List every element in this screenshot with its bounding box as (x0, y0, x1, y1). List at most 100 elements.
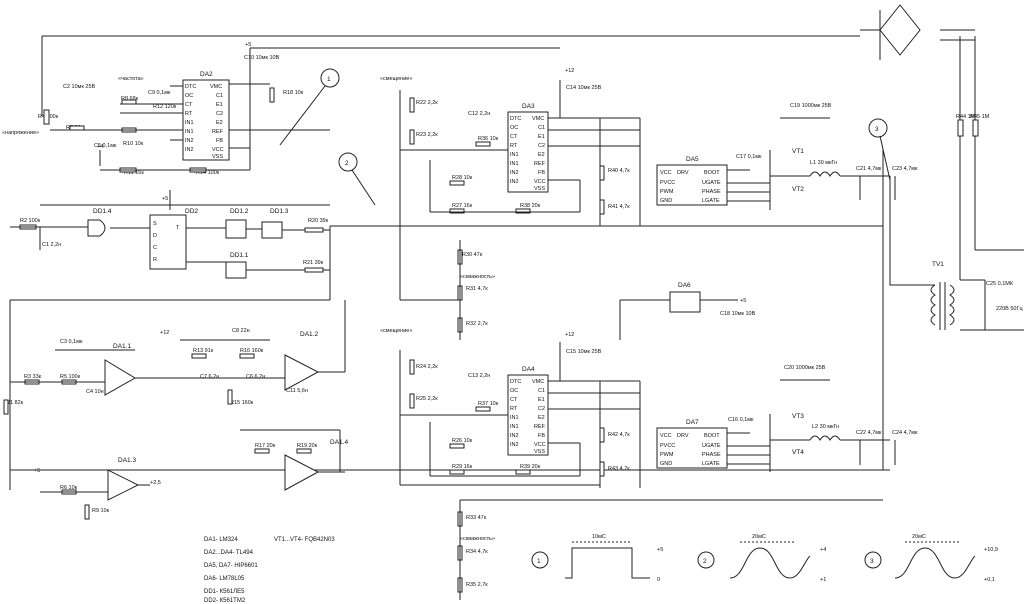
r9-label: R9 10к (92, 508, 110, 514)
legend-l6: DD2- К561ТМ2 (204, 598, 246, 604)
r45-label: R45 1М (970, 114, 990, 120)
svg-text:C1: C1 (538, 125, 545, 131)
r40-label: R40 4,7к (608, 168, 630, 174)
r34-label: R34 4,7к (466, 549, 488, 555)
r16-label: R16 160к (240, 348, 264, 354)
svg-text:0: 0 (657, 577, 660, 583)
svg-text:VMC: VMC (532, 116, 544, 122)
callout-2: 2 (338, 152, 376, 206)
svg-text:PVCC: PVCC (660, 180, 675, 186)
r13-label: R13 91к (193, 348, 214, 354)
main-wiring (9, 10, 976, 471)
c18-label: C18 10мк 10В (720, 311, 756, 317)
rail-plus12-a: +12 (160, 330, 169, 336)
svg-text:C: C (153, 245, 157, 251)
svg-text:C2: C2 (538, 406, 545, 412)
dd12-label: DD1.2 (230, 208, 249, 215)
l2-label: L2 30 мкГн (812, 424, 839, 430)
svg-text:VCC: VCC (212, 147, 224, 153)
svg-text:OC: OC (510, 388, 518, 394)
dd13-label: DD1.3 (270, 208, 289, 215)
svg-text:T: T (176, 225, 180, 231)
c17-label: C17 0,1мк (736, 154, 762, 160)
r18-label: R18 10к (283, 90, 304, 96)
vt4-label: VT4 (792, 449, 804, 456)
r1-label: R1 82к (6, 400, 24, 406)
svg-text:PHASE: PHASE (702, 189, 721, 195)
legend-l7: VT1...VT4- FQB42N03 (274, 537, 335, 543)
svg-text:REF: REF (534, 161, 546, 167)
r41-label: R41 4,7к (608, 204, 630, 210)
r43-label: R43 4,7к (608, 466, 630, 472)
c3-label: C3 0,1мк (60, 339, 83, 345)
legend-l4: DA6- LM78L05 (204, 576, 245, 582)
vt3-label: VT3 (792, 413, 804, 420)
svg-text:REF: REF (534, 424, 546, 430)
svg-text:IN2: IN2 (510, 433, 519, 439)
svg-text:D: D (153, 233, 157, 239)
r38-label: R38 20к (520, 203, 541, 209)
svg-text:IN1: IN1 (510, 161, 519, 167)
r21-label: R21 39к (303, 260, 324, 266)
svg-text:C1: C1 (538, 388, 545, 394)
svg-text:IN1: IN1 (185, 120, 194, 126)
r11-label: R11 16к (124, 170, 144, 176)
svg-text:+0,1: +0,1 (984, 577, 995, 583)
legend-l2: DA2...DA4- TL494 (204, 550, 254, 556)
svg-text:DRV: DRV (677, 433, 689, 439)
da11-label: DA1.1 (113, 343, 131, 350)
c14-label: C14 10мк 25В (566, 85, 602, 91)
r24-label: R24 2,2к (416, 364, 438, 370)
r30-label: R30 47к (462, 252, 483, 258)
r33-label: R33 47к (466, 515, 487, 521)
r5-label: R5 100к (60, 374, 81, 380)
dd14-label: DD1.4 (93, 208, 112, 215)
svg-text:RT: RT (510, 143, 518, 149)
r33-r35-section: R33 47к «скважность» R34 4,7к R35 2,7к (457, 499, 883, 600)
c6-label: C6 6,2н (246, 374, 265, 380)
svg-text:IN2: IN2 (510, 170, 519, 176)
note-napryazhenie: «напряжение» (2, 130, 39, 136)
r14-label: R14 100к (196, 170, 220, 176)
r36-label: R36 10к (478, 136, 499, 142)
r28-label: R28 10к (452, 175, 473, 181)
svg-text:E2: E2 (538, 152, 545, 158)
da6-label: DA6 (678, 282, 691, 289)
waveform-3: 3 20мС +10,9 +0,1 (864, 534, 998, 583)
svg-text:PWM: PWM (660, 189, 674, 195)
svg-text:VSS: VSS (534, 186, 545, 192)
c22-label: C22 4,7мк (856, 430, 882, 436)
svg-text:CT: CT (510, 397, 518, 403)
r3-label: R3 33к (24, 374, 42, 380)
dd11-label: DD1.1 (230, 252, 249, 259)
note-smeshchenie-b: «смещение» (380, 328, 412, 334)
svg-text:CT: CT (510, 134, 518, 140)
svg-text:RT: RT (185, 111, 193, 117)
svg-text:VMC: VMC (532, 379, 544, 385)
c1-label: C1 2,2н (42, 242, 61, 248)
svg-text:VCC: VCC (534, 442, 546, 448)
r37-label: R37 10к (478, 401, 499, 407)
c21-label: C21 4,7мк (856, 166, 882, 172)
c10-label: C10 10мк 10В (244, 55, 280, 61)
callout-3: 3 (868, 118, 891, 181)
svg-text:PWM: PWM (660, 452, 674, 458)
c8-label: C8 22н (232, 328, 250, 334)
r23-label: R23 2,2к (416, 132, 438, 138)
svg-text:E1: E1 (216, 102, 223, 108)
svg-text:S: S (153, 221, 157, 227)
svg-text:IN2: IN2 (185, 147, 194, 153)
da7-label: DA7 (686, 419, 699, 426)
svg-text:E1: E1 (538, 397, 545, 403)
r31-label: R31 4,7к (466, 286, 488, 292)
svg-text:FB: FB (538, 433, 545, 439)
r27-label: R27 16к (452, 203, 473, 209)
svg-text:GND: GND (660, 461, 672, 467)
rail-plus4: +4 (97, 144, 103, 150)
component-legend: DA1- LM324 DA2...DA4- TL494 DA5, DA7- HI… (204, 537, 335, 604)
svg-text:3: 3 (875, 126, 879, 133)
r29-label: R29 16к (452, 464, 473, 470)
da6-section: DA6 +5 C18 10мк 10В R30 47к R31 4,7к R32… (400, 240, 756, 340)
svg-text:PVCC: PVCC (660, 443, 675, 449)
